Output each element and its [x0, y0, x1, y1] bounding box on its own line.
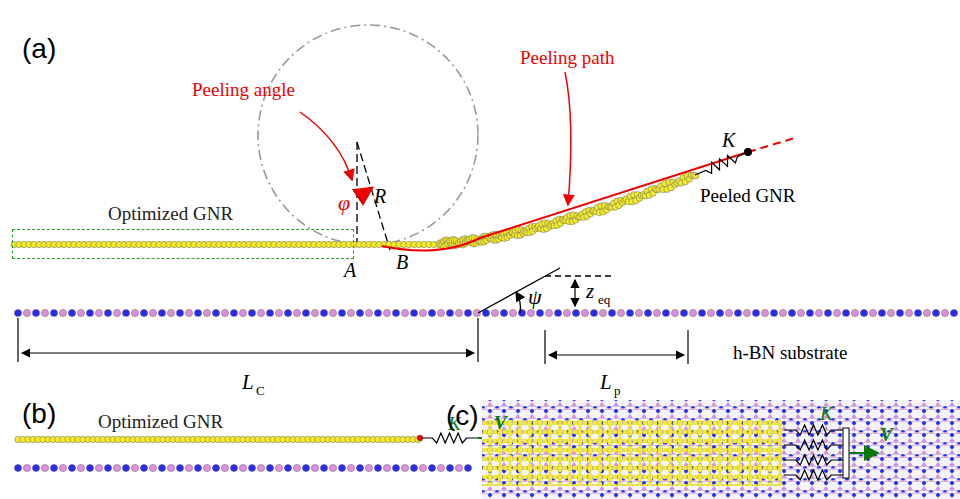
- dimension-label: L: [242, 372, 254, 393]
- panel-letter: (b): [22, 400, 56, 428]
- spring-label: K: [722, 130, 735, 150]
- velocity-label: V: [494, 413, 507, 432]
- angle-symbol: ψ: [528, 286, 542, 308]
- annotation: Peeling angle: [192, 80, 295, 99]
- dimension-label: R: [374, 186, 386, 206]
- part-label: Optimized GNR: [98, 412, 223, 431]
- part-label: h-BN substrate: [733, 343, 848, 362]
- spring-label: K: [820, 404, 833, 423]
- point-label: B: [396, 252, 408, 272]
- panel-letter: (c): [446, 402, 479, 430]
- subscript: p: [614, 384, 621, 397]
- annotation: Peeling path: [520, 48, 614, 67]
- box-heading: Optimized GNR: [108, 204, 233, 223]
- dimension-label: L: [600, 372, 612, 393]
- dimension-label: z: [586, 281, 594, 302]
- part-label: Peeled GNR: [700, 186, 796, 205]
- velocity-label: V: [880, 425, 893, 444]
- panel-letter: (a): [22, 35, 56, 63]
- subscript: C: [256, 384, 265, 397]
- angle-symbol: φ: [338, 192, 350, 214]
- optimized-gnr-box: Optimized GNR: [12, 229, 354, 259]
- point-label: A: [344, 260, 356, 280]
- subscript: eq: [598, 293, 610, 306]
